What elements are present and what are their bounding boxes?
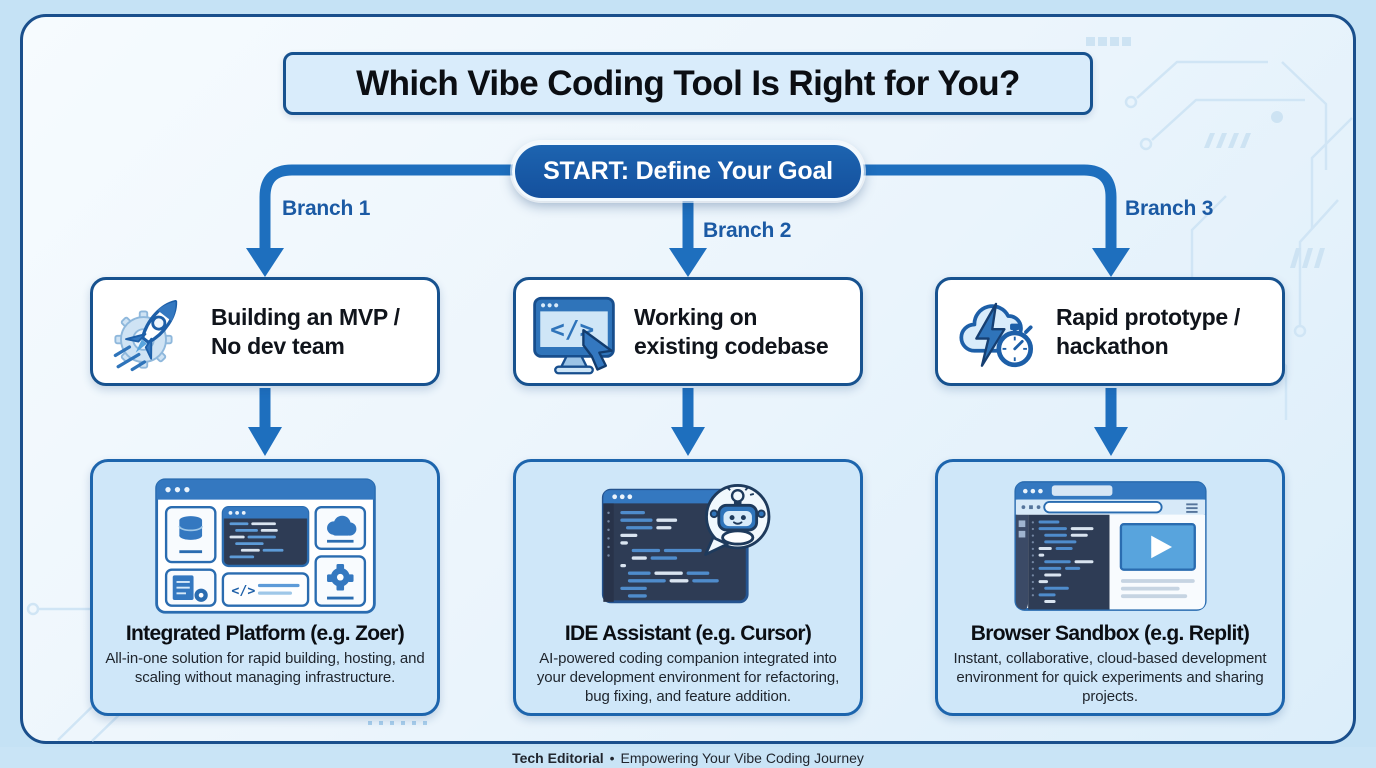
browser-preview-illustration [1013,481,1207,611]
start-node-label: START: Define Your Goal [543,157,833,185]
decision-node-existing-codebase: </> Working on existing codebase [513,277,863,386]
decision-node-mvp: Building an MVP / No dev team [90,277,440,386]
result-title: Browser Sandbox (e.g. Replit) [970,622,1250,645]
decision-text: Building an MVP / No dev team [211,304,400,359]
decision-text: Rapid prototype / hackathon [1056,304,1241,359]
result-node-ide-assistant: IDE Assistant (e.g. Cursor) AI-powered c… [513,459,863,716]
branch-2-label: Branch 2 [703,219,792,242]
platform-dashboard-illustration: </> [154,478,376,614]
branch-1-label: Branch 1 [282,197,371,220]
svg-text:</>: </> [231,584,255,599]
decision-node-rapid-prototype: Rapid prototype / hackathon [935,277,1285,386]
code-monitor-icon: </> [533,296,615,374]
footer-credit: Tech Editorial • Empowering Your Vibe Co… [0,747,1376,768]
robot-chat-bubble [703,483,770,556]
cloud-bolt-stopwatch-icon [959,302,1034,367]
result-title: IDE Assistant (e.g. Cursor) [564,622,812,645]
decision-text: Working on existing codebase [634,304,829,359]
result-title: Integrated Platform (e.g. Zoer) [125,622,405,645]
rocket-gear-icon [113,299,178,371]
start-node: START: Define Your Goal [512,142,864,201]
result-node-browser-sandbox: Browser Sandbox (e.g. Replit) Instant, c… [935,459,1285,716]
footer-brand: Tech Editorial [512,749,604,766]
result-description: All-in-one solution for rapid building, … [105,650,425,687]
page-title-text: Which Vibe Coding Tool Is Right for You? [356,63,1020,103]
code-editor-robot-illustration [601,483,770,604]
footer-tagline: Empowering Your Vibe Coding Journey [620,749,864,766]
result-description: AI-powered coding companion integrated i… [536,650,840,706]
result-node-integrated-platform: </> Integrated Platform (e.g. Zoer) All-… [90,459,440,716]
branch-3-label: Branch 3 [1125,197,1214,220]
result-description: Instant, collaborative, cloud-based deve… [953,650,1267,706]
page-title: Which Vibe Coding Tool Is Right for You? [283,52,1093,115]
footer-separator: • [609,749,615,766]
